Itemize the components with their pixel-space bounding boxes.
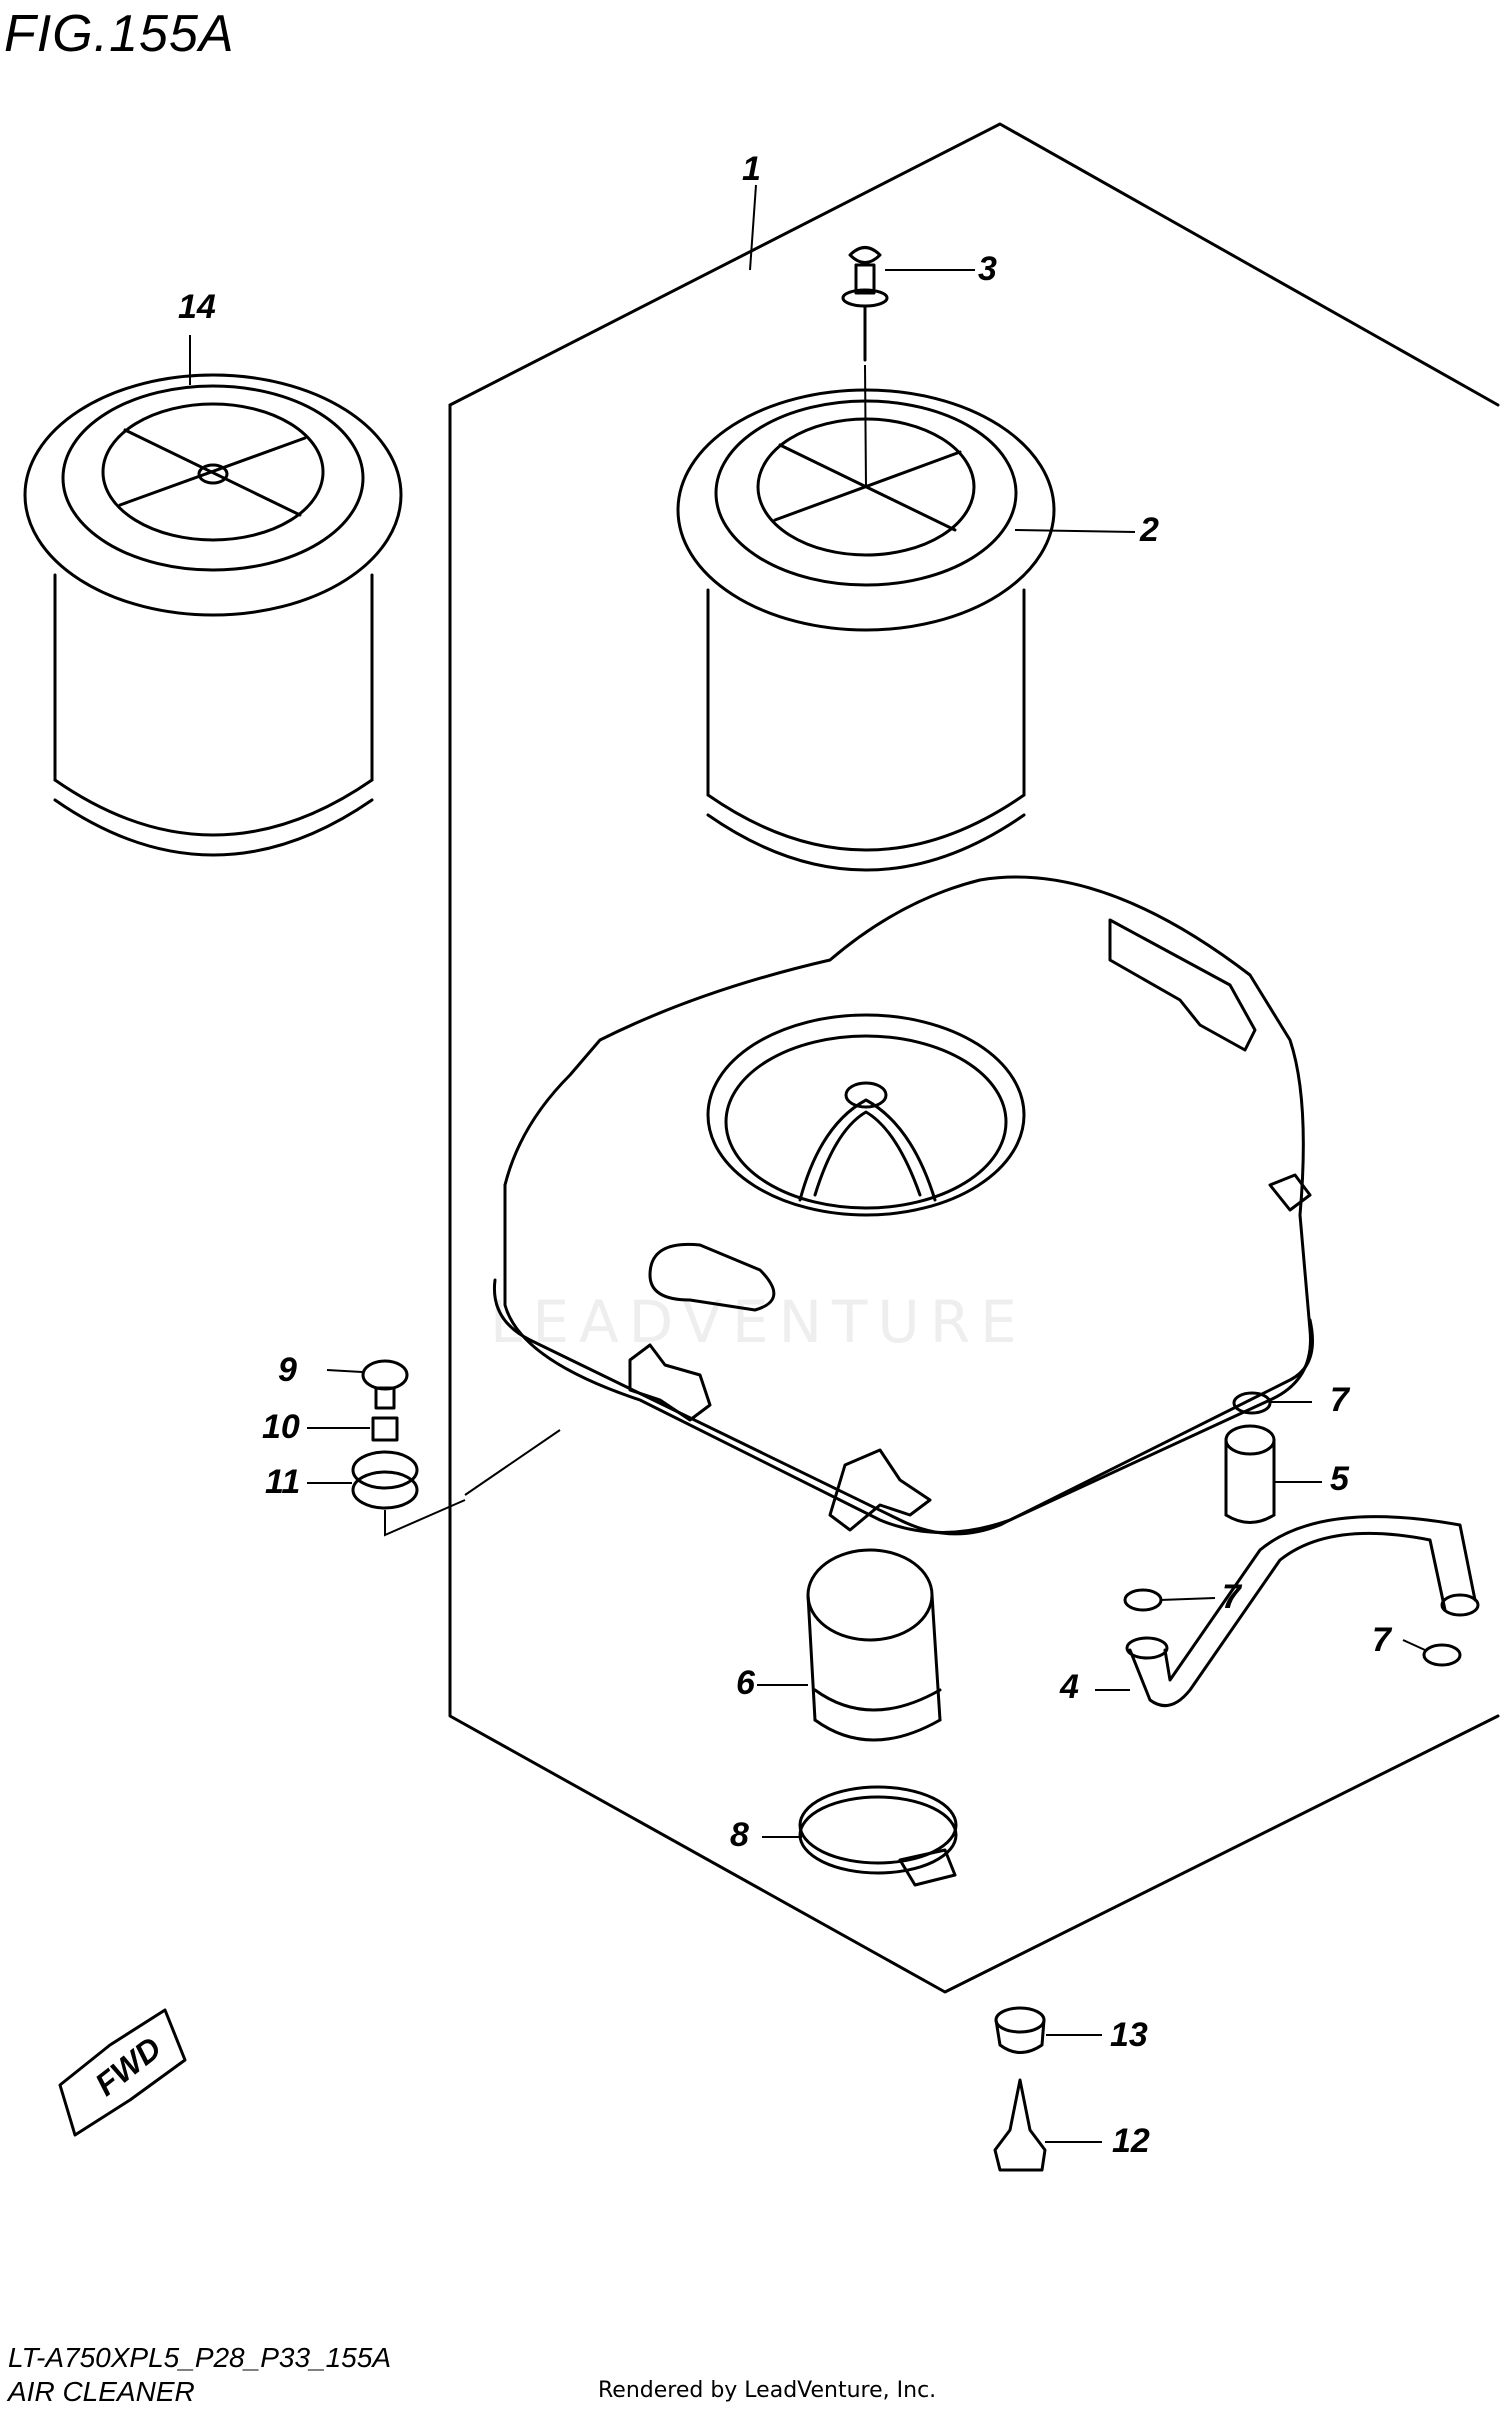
collar-10 [371, 1416, 399, 1442]
callout-8: 8 [730, 1816, 749, 1854]
callout-13: 13 [1110, 2016, 1148, 2054]
callout-7-c: 7 [1372, 1621, 1391, 1659]
drain-plug-5 [1224, 1424, 1276, 1524]
figure-title: FIG.155A [4, 5, 235, 63]
assembly-outline [448, 122, 1500, 407]
drain-valve-12 [993, 2078, 1047, 2172]
callout-14: 14 [178, 288, 216, 326]
section-name: AIR CLEANER [8, 2376, 195, 2407]
callout-3: 3 [978, 250, 997, 288]
watermark-text: LEADVENTURE [490, 1288, 1027, 1356]
intake-boot-6 [806, 1548, 942, 1742]
callout-2: 2 [1140, 511, 1159, 549]
callout-12: 12 [1112, 2122, 1150, 2160]
grommet-13 [994, 2006, 1046, 2054]
hose-clamp-8 [798, 1785, 958, 1887]
filter-element-14 [23, 373, 403, 857]
callout-9: 9 [278, 1351, 297, 1389]
callout-6: 6 [736, 1664, 755, 1702]
air-cleaner-case [492, 875, 1314, 1536]
clip-7c [1422, 1643, 1462, 1667]
wing-bolt-3 [841, 246, 889, 488]
forward-direction-arrow [58, 2008, 187, 2137]
callout-5: 5 [1330, 1460, 1349, 1498]
filter-element-2 [676, 388, 1056, 872]
rendered-by-credit: Rendered by LeadVenture, Inc. [598, 2378, 937, 2403]
callout-7-a: 7 [1330, 1381, 1349, 1419]
grommet-11 [351, 1450, 419, 1510]
clip-7b [1123, 1588, 1163, 1612]
callout-4: 4 [1060, 1668, 1079, 1706]
callout-10: 10 [262, 1408, 300, 1446]
callout-11: 11 [265, 1463, 301, 1501]
breather-hose-4 [1125, 1515, 1480, 1708]
callout-7-b: 7 [1222, 1578, 1241, 1616]
callout-1: 1 [742, 150, 761, 188]
model-code: LT-A750XPL5_P28_P33_155A [8, 2342, 391, 2373]
bolt-9 [361, 1359, 409, 1410]
